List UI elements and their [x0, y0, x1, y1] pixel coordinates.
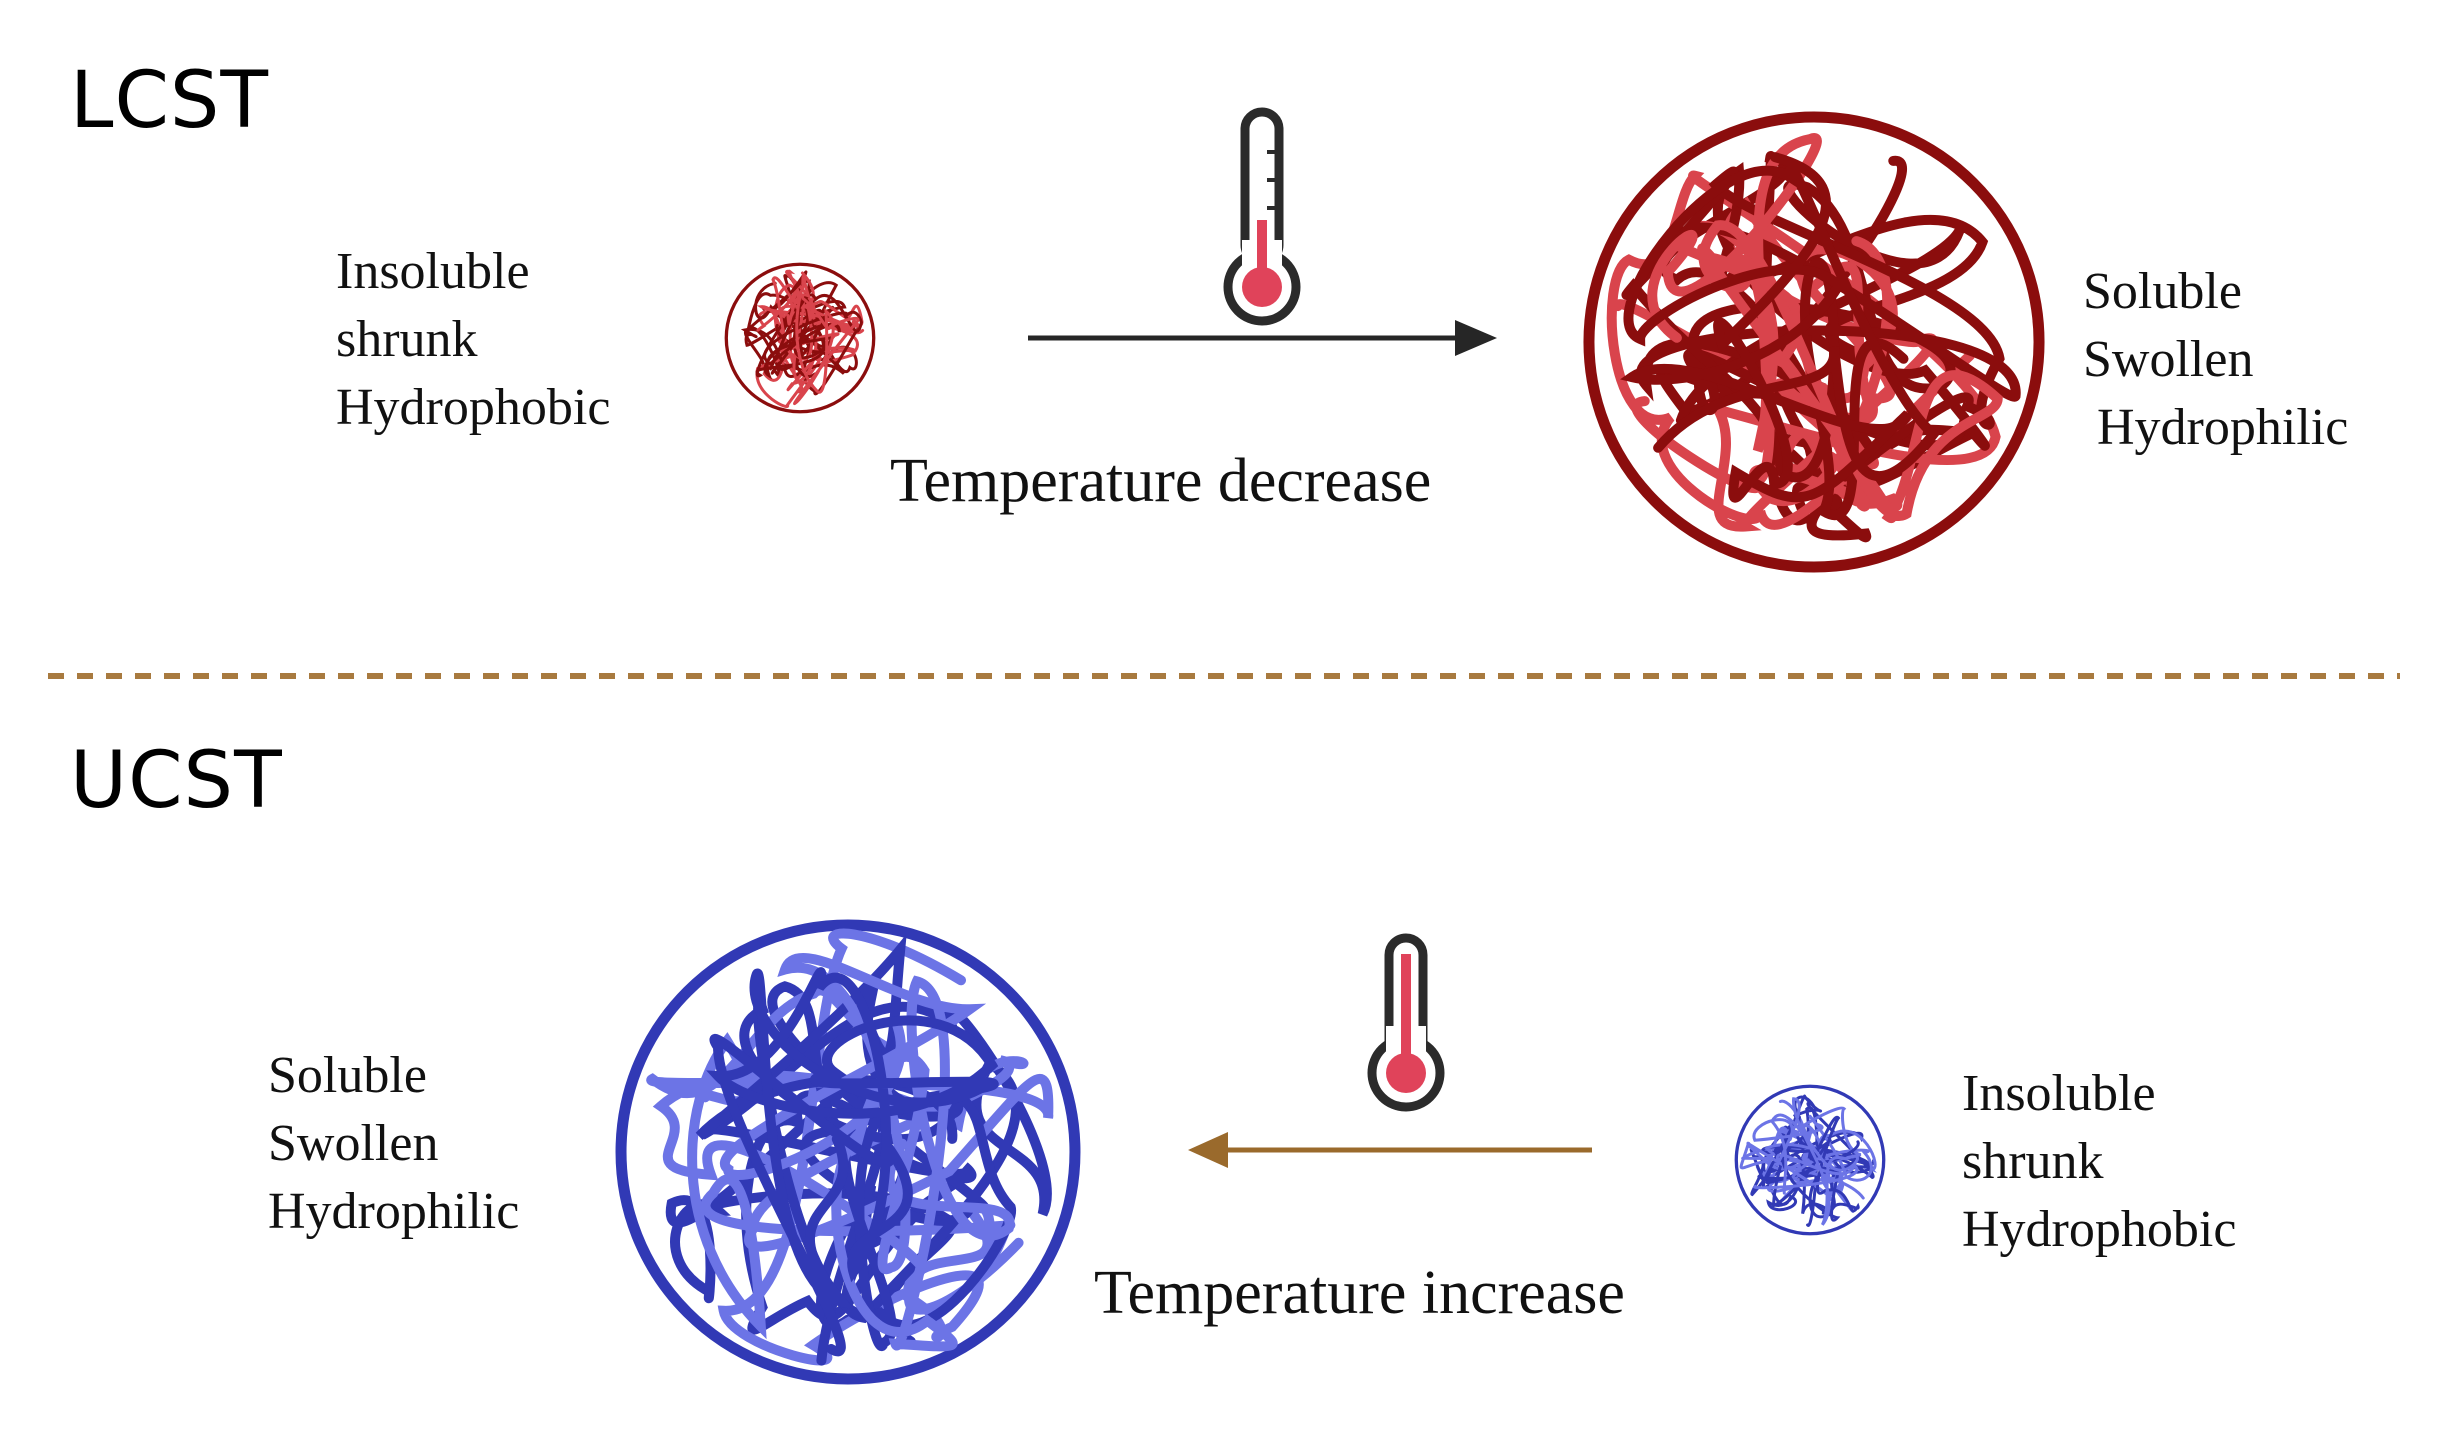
ucst-right-state-label: Insoluble shrunk Hydrophobic — [1962, 1060, 2236, 1264]
lcst-right-state-label: Soluble Swollen Hydrophilic — [2083, 258, 2348, 462]
lcst-arrow — [1028, 320, 1497, 356]
coil-outline — [1583, 111, 2045, 573]
ucst-left-line2: Swollen — [268, 1115, 439, 1172]
coil-strand — [1753, 1097, 1860, 1226]
polymer-coil-ucst-shrunk — [1734, 1084, 1886, 1236]
coil-strand — [706, 967, 999, 1357]
coil-strand — [786, 275, 860, 405]
polymer-coil-lcst-shrunk — [724, 262, 876, 414]
ucst-right-line2: shrunk — [1962, 1133, 2104, 1190]
lcst-title: LCST — [70, 56, 270, 146]
lcst-left-line2: shrunk — [336, 311, 478, 368]
lcst-process-label: Temperature decrease — [890, 447, 1432, 515]
lcst-right-line1: Soluble — [2083, 263, 2242, 320]
ucst-process-label: Temperature increase — [1094, 1259, 1625, 1327]
ucst-arrow — [1188, 1132, 1592, 1168]
coil-strand — [745, 270, 861, 396]
lcst-left-line1: Insoluble — [336, 243, 530, 300]
lcst-left-line3: Hydrophobic — [336, 379, 611, 436]
coil-strand — [1619, 152, 1941, 503]
thermometer-icon-high — [1367, 933, 1445, 1112]
coil-strand — [1761, 1094, 1841, 1216]
coil-strand — [763, 293, 863, 380]
ucst-right-line1: Insoluble — [1962, 1065, 2156, 1122]
ucst-title: UCST — [70, 736, 283, 826]
lcst-left-state-label: Insoluble shrunk Hydrophobic — [336, 238, 610, 442]
ucst-left-state-label: Soluble Swollen Hydrophilic — [268, 1042, 519, 1246]
coil-outline — [615, 919, 1081, 1385]
ucst-right-line3: Hydrophobic — [1962, 1201, 2237, 1258]
ucst-left-line1: Soluble — [268, 1047, 427, 1104]
polymer-coil-lcst-swollen — [1583, 111, 2045, 573]
coil-strand — [687, 928, 1016, 1366]
thermometer-icon-low — [1223, 107, 1301, 326]
coil-outline — [1734, 1084, 1886, 1236]
coil-outline — [724, 262, 876, 414]
ucst-left-line3: Hydrophilic — [268, 1183, 520, 1240]
lcst-right-line2: Swollen — [2083, 331, 2254, 388]
polymer-coil-ucst-swollen — [615, 919, 1081, 1385]
lcst-right-line3: Hydrophilic — [2097, 399, 2349, 456]
